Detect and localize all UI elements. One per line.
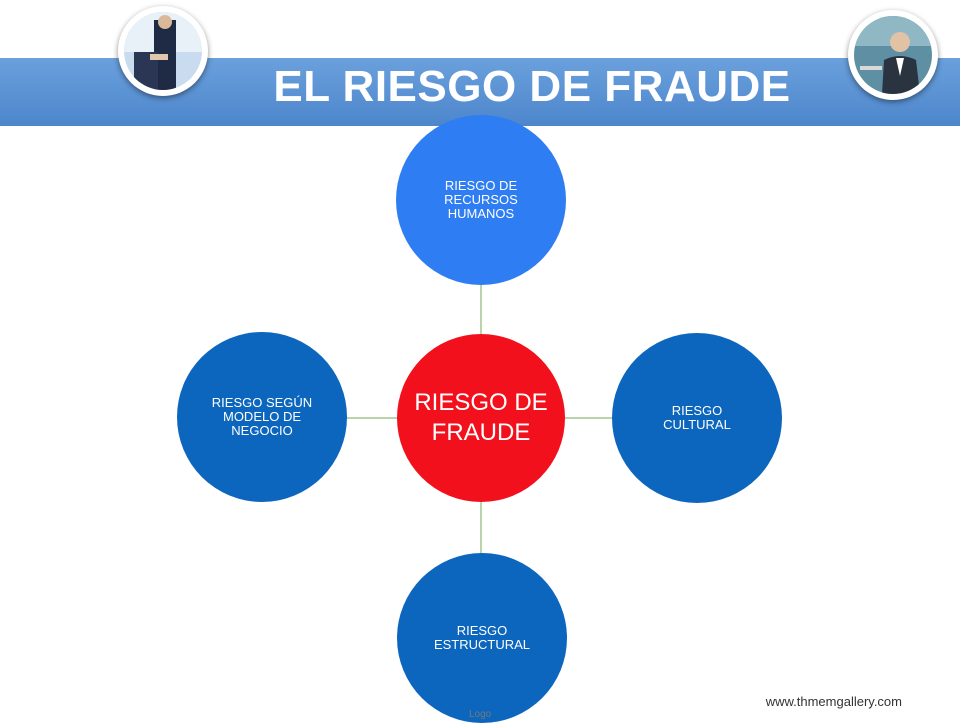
businessman-photo-icon <box>848 10 938 100</box>
slide-title: EL RIESGO DE FRAUDE <box>273 62 791 111</box>
footer-url: www.thmemgallery.com <box>765 694 902 709</box>
node-recursos-humanos: RIESGO DE RECURSOS HUMANOS <box>396 115 566 285</box>
logo-text: Logo <box>469 709 492 720</box>
node-label: RIESGO ESTRUCTURAL <box>433 623 531 652</box>
node-label: RIESGO CULTURAL <box>663 403 731 432</box>
connector-right <box>563 417 614 419</box>
node-modelo-negocio: RIESGO SEGÚN MODELO DE NEGOCIO <box>177 332 347 502</box>
node-label: RIESGO SEGÚN MODELO DE NEGOCIO <box>211 395 313 438</box>
connector-bottom <box>480 500 482 555</box>
connector-left <box>346 417 399 419</box>
node-riesgo-de-fraude: RIESGO DE FRAUDE <box>397 334 565 502</box>
center-label: RIESGO DE FRAUDE <box>414 389 548 446</box>
connector-top <box>480 284 482 336</box>
handshake-photo-icon <box>118 6 208 96</box>
node-cultural: RIESGO CULTURAL <box>612 333 782 503</box>
node-estructural: RIESGO ESTRUCTURAL <box>397 553 567 723</box>
node-label: RIESGO DE RECURSOS HUMANOS <box>444 178 518 221</box>
